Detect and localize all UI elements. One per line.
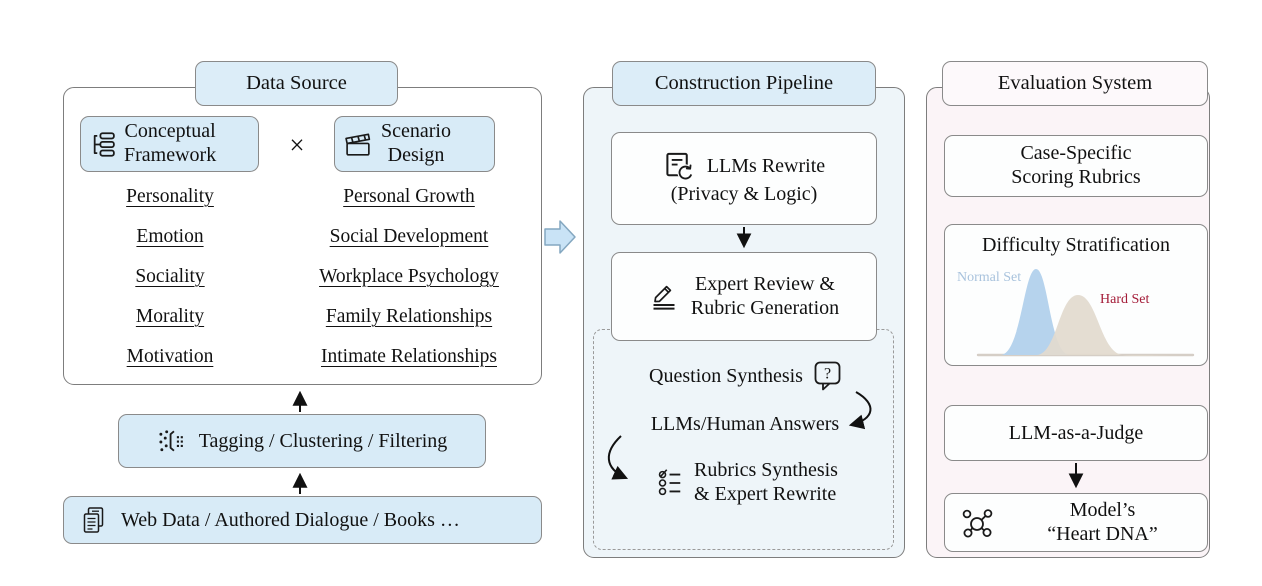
scenario-item: Intimate Relationships [320, 345, 497, 367]
llms-rewrite-line1: LLMs Rewrite [706, 155, 826, 177]
question-mark-glyph: ? [824, 366, 831, 383]
block-arrow-right-icon [544, 220, 576, 254]
expert-review-box: Expert Review & Rubric Generation [611, 252, 877, 341]
data-source-title: Data Source [195, 61, 398, 106]
scenario-item: Family Relationships [325, 305, 493, 327]
tagging-label: Tagging / Clustering / Filtering [198, 429, 448, 452]
scenario-item: Workplace Psychology [319, 265, 499, 287]
web-data-label: Web Data / Authored Dialogue / Books … [121, 508, 460, 531]
rubrics-synthesis-row: Rubrics Synthesis & Expert Rewrite [616, 458, 878, 508]
tagging-clustering-filtering-box: Tagging / Clustering / Filtering [118, 414, 486, 468]
difficulty-distribution-chart [976, 269, 1195, 357]
case-specific-rubrics-box: Case-Specific Scoring Rubrics [944, 135, 1208, 197]
data-source-title-label: Data Source [246, 72, 347, 94]
rubrics-synthesis-label: Rubrics Synthesis & Expert Rewrite [694, 459, 838, 505]
llms-rewrite-row: LLMs Rewrite [663, 151, 825, 182]
construction-pipeline-title: Construction Pipeline [612, 61, 876, 106]
scenario-design-label: Scenario Design [381, 120, 451, 166]
heart-dna-label: Model’s “Heart DNA” [1047, 498, 1158, 545]
framework-item: Emotion [136, 225, 204, 247]
conceptual-framework-label: Conceptual Framework [124, 120, 217, 166]
llms-human-answers-label: LLMs/Human Answers [650, 412, 840, 435]
case-specific-rubrics-label: Case-Specific Scoring Rubrics [1011, 142, 1141, 188]
clapperboard-icon [345, 133, 371, 156]
scenario-item: Social Development [329, 225, 489, 247]
normal-set-label: Normal Set [957, 270, 1022, 285]
framework-item: Motivation [126, 345, 214, 367]
checklist-icon [658, 469, 681, 496]
heart-dna-box: Model’s “Heart DNA” [944, 493, 1208, 552]
evaluation-system-title-label: Evaluation System [997, 72, 1153, 94]
question-synthesis-row: Question Synthesis ? [605, 359, 885, 393]
llm-as-a-judge-box: LLM-as-a-Judge [944, 405, 1208, 461]
pencil-icon [653, 285, 675, 310]
llms-rewrite-line2: (Privacy & Logic) [670, 183, 818, 205]
difficulty-stratification-box: Difficulty Stratification Normal Set Har… [944, 224, 1208, 366]
scenario-design-box: Scenario Design [334, 116, 495, 172]
normal-set-curve [981, 269, 1077, 355]
list-tree-icon [93, 131, 115, 157]
document-refresh-icon [666, 152, 694, 181]
llms-rewrite-box: LLMs Rewrite (Privacy & Logic) [611, 132, 877, 225]
evaluation-system-title: Evaluation System [942, 61, 1208, 106]
expert-review-label: Expert Review & Rubric Generation [690, 272, 840, 319]
framework-item: Morality [135, 305, 205, 327]
llms-human-answers-row: LLMs/Human Answers [605, 410, 885, 438]
cross-operator: × [289, 129, 305, 160]
documents-icon [83, 506, 104, 533]
frameworks-list: Personality Emotion Sociality Morality M… [75, 183, 265, 370]
scenarios-list: Personal Growth Social Development Workp… [283, 183, 535, 370]
conceptual-framework-box: Conceptual Framework [80, 116, 259, 172]
framework-item: Sociality [135, 265, 205, 287]
difficulty-stratification-title: Difficulty Stratification [982, 234, 1170, 256]
molecule-icon [962, 508, 993, 537]
cluster-filter-icon [159, 430, 183, 452]
hard-set-curve [1037, 295, 1191, 356]
web-data-box: Web Data / Authored Dialogue / Books … [63, 496, 542, 544]
question-synthesis-label: Question Synthesis [649, 364, 803, 387]
llm-as-a-judge-label: LLM-as-a-Judge [1008, 421, 1144, 444]
question-bubble-icon: ? [814, 361, 841, 391]
construction-pipeline-title-label: Construction Pipeline [654, 72, 834, 94]
hard-set-label: Hard Set [1100, 292, 1150, 307]
framework-item: Personality [126, 185, 214, 207]
scenario-item: Personal Growth [343, 185, 475, 207]
